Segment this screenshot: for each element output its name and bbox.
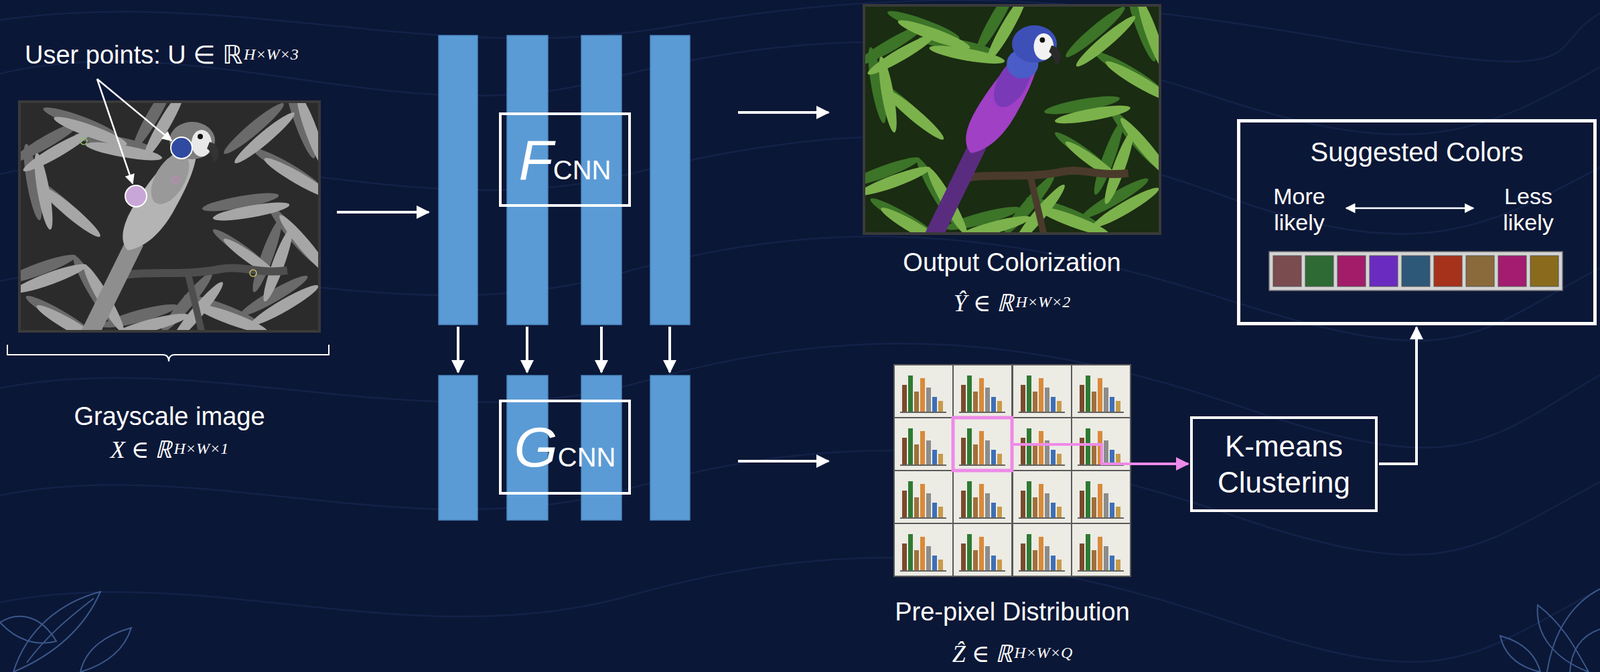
cnn-module: GCNN xyxy=(438,375,690,521)
arrow-connector xyxy=(738,460,829,463)
math-caption: Ŷ ∈ ℝH×W×2 xyxy=(953,285,1071,319)
module-subscript: CNN xyxy=(557,442,617,473)
caption-text: Grayscale image xyxy=(73,402,265,431)
cnn-module: FCNN xyxy=(438,35,690,325)
arrow-connector xyxy=(738,111,829,114)
caption-text: Pre-pixel Distribution xyxy=(894,598,1130,627)
arrow-connector xyxy=(525,326,529,373)
math-superscript: H×W×1 xyxy=(173,439,229,457)
arrow-connector xyxy=(336,210,429,214)
module-letter: G xyxy=(513,415,558,479)
arrow-connector xyxy=(1012,444,1189,465)
module-name: GCNN xyxy=(513,419,616,476)
annotation: User points: U ∈ ℝ xyxy=(24,40,243,69)
image-panel: Output ColorizationŶ ∈ ℝH×W×2 xyxy=(863,5,1160,234)
math-caption: X ∈ ℝH×W×1 xyxy=(110,432,229,466)
math-superscript: H×W×Q xyxy=(1013,643,1073,662)
scale-label: More likely xyxy=(1255,183,1343,236)
suggestion-panel: Suggested ColorsMore likely Less likely xyxy=(1237,119,1597,326)
arrow-connector xyxy=(600,326,603,373)
process-box: K-means Clustering xyxy=(1190,416,1378,513)
arrow-connector xyxy=(456,326,460,373)
caption: Grayscale image xyxy=(73,402,265,432)
math-superscript: H×W×2 xyxy=(1015,292,1071,311)
module-subscript: CNN xyxy=(553,155,612,185)
arrow-connector xyxy=(1378,327,1417,465)
caption-text: Output Colorization xyxy=(902,248,1121,277)
math-caption: Ẑ ∈ ℝH×W×Q xyxy=(952,636,1073,670)
math-symbol: Ẑ ∈ ℝ xyxy=(952,640,1014,668)
math-symbol: Ŷ ∈ ℝ xyxy=(953,289,1015,317)
math-superscript: H×W×3 xyxy=(243,45,299,63)
caption: Output Colorization xyxy=(902,248,1121,278)
image-panel: Pre-pixel DistributionẐ ∈ ℝH×W×Q xyxy=(894,365,1131,577)
module-frame: GCNN xyxy=(498,399,631,495)
panel-title-wrap: Suggested Colors xyxy=(1310,137,1524,168)
module-frame: FCNN xyxy=(498,112,631,207)
math-symbol: X ∈ ℝ xyxy=(110,436,173,464)
label-line: User points: U ∈ ℝH×W×3 xyxy=(24,40,299,70)
module-letter: F xyxy=(519,128,554,192)
module-name: FCNN xyxy=(519,131,612,189)
scale-label: Less likely xyxy=(1484,183,1572,236)
panel-title: Suggested Colors xyxy=(1310,137,1524,167)
arrow-connector xyxy=(668,326,672,373)
box-label: K-means Clustering xyxy=(1203,428,1365,501)
caption: Pre-pixel Distribution xyxy=(894,598,1130,627)
image-panel: Grayscale imageX ∈ ℝH×W×1 xyxy=(19,101,320,332)
box-text-wrap: K-means Clustering xyxy=(1203,428,1365,501)
